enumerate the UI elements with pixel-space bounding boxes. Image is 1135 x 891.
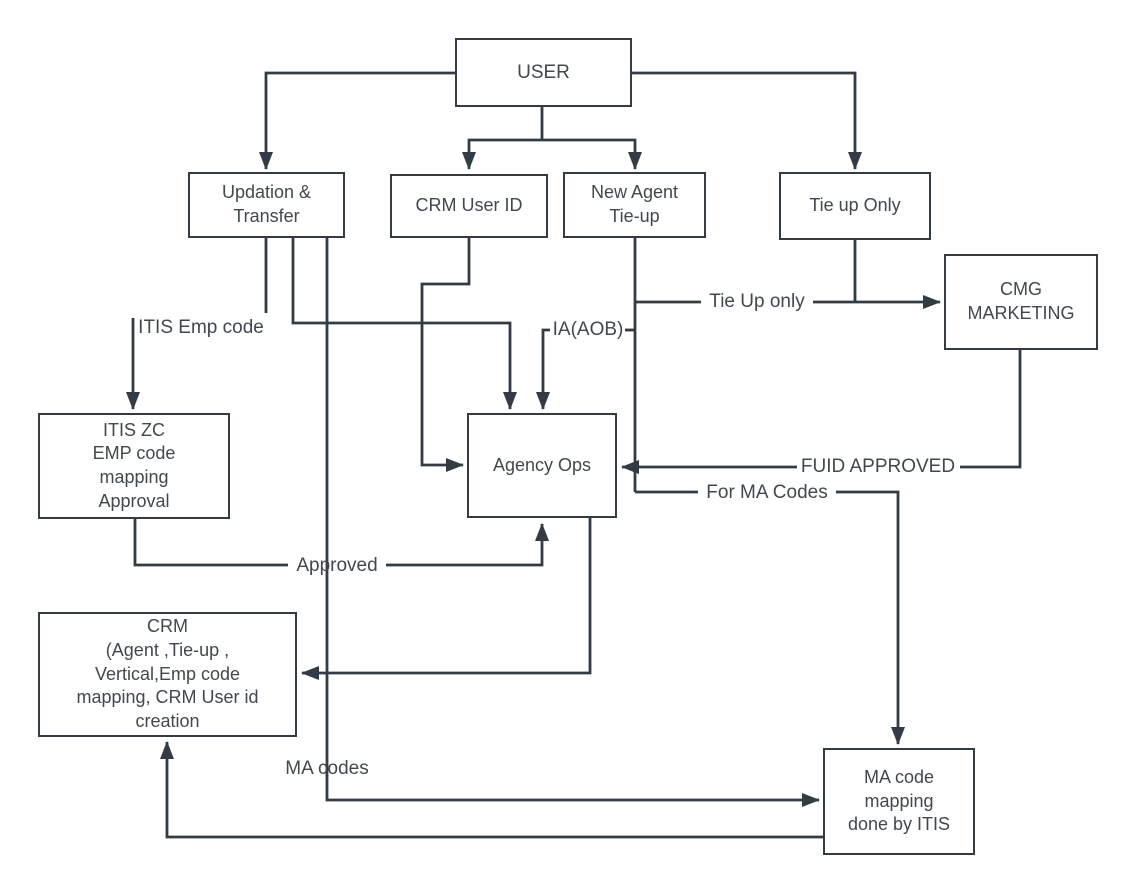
node-agency-ops-label: Agency Ops	[492, 454, 592, 475]
node-crm-label: CRM (Agent ,Tie-up , Vertical,Emp code m…	[76, 616, 259, 732]
node-crm: CRM (Agent ,Tie-up , Vertical,Emp code m…	[38, 612, 297, 737]
edge-label-for-ma-codes: For MA Codes	[706, 482, 828, 503]
edge-user-to-crm-user-id	[462, 138, 542, 170]
node-cmg-marketing: CMG MARKETING	[944, 254, 1098, 350]
node-tie-up-only: Tie up Only	[779, 172, 931, 240]
edge-label-itis-emp-code: ITIS Emp code	[138, 317, 264, 338]
edge-updation-to-agency-ops	[291, 238, 517, 410]
edge-label-approved: Approved	[296, 555, 378, 576]
node-agency-ops: Agency Ops	[467, 413, 617, 518]
node-updation-transfer: Updation & Transfer	[188, 172, 345, 238]
node-new-agent-tie-up: New Agent Tie-up	[563, 172, 706, 238]
edge-ma-mapping-to-crm	[160, 741, 823, 839]
node-crm-user-id-label: CRM User ID	[415, 195, 523, 216]
node-ma-code-mapping: MA code mapping done by ITIS	[823, 748, 975, 855]
edge-user-to-new-agent-tie-up	[542, 138, 642, 170]
node-new-agent-tie-up-label: New Agent Tie-up	[590, 182, 679, 226]
edge-label-ma-codes: MA codes	[285, 758, 369, 779]
node-tie-up-only-label: Tie up Only	[809, 195, 901, 216]
node-ma-code-mapping-label: MA code mapping done by ITIS	[847, 766, 951, 835]
edge-ia-aob-to-agency-ops	[536, 328, 550, 410]
edge-user-to-tie-up-only	[632, 71, 862, 170]
edge-agency-ops-to-crm	[301, 518, 592, 680]
node-user: USER	[455, 38, 632, 107]
edge-label-ia-aob: IA(AOB)	[552, 319, 624, 340]
edge-fuid-approved-right	[960, 350, 1022, 469]
edge-label-fuid-approved: FUID APPROVED	[800, 456, 956, 477]
node-itis-zc-label: ITIS ZC EMP code mapping Approval	[92, 419, 176, 511]
node-itis-zc: ITIS ZC EMP code mapping Approval	[38, 413, 230, 519]
edge-itis-zc-approved-left	[133, 519, 288, 567]
edge-user-to-updation-transfer	[259, 71, 455, 170]
edge-itis-zc-approved-right	[386, 523, 549, 567]
edge-crm-user-id-to-agency-ops	[420, 238, 471, 472]
node-crm-user-id: CRM User ID	[390, 174, 548, 238]
node-cmg-marketing-label: CMG MARKETING	[967, 279, 1075, 323]
edge-label-tie-up-only: Tie Up only	[709, 291, 805, 312]
edge-for-ma-codes-to-ma-mapping	[836, 490, 905, 745]
node-updation-transfer-label: Updation & Transfer	[221, 182, 312, 226]
edge-updation-to-ma-code-mapping	[325, 238, 820, 807]
node-user-label: USER	[517, 61, 570, 83]
